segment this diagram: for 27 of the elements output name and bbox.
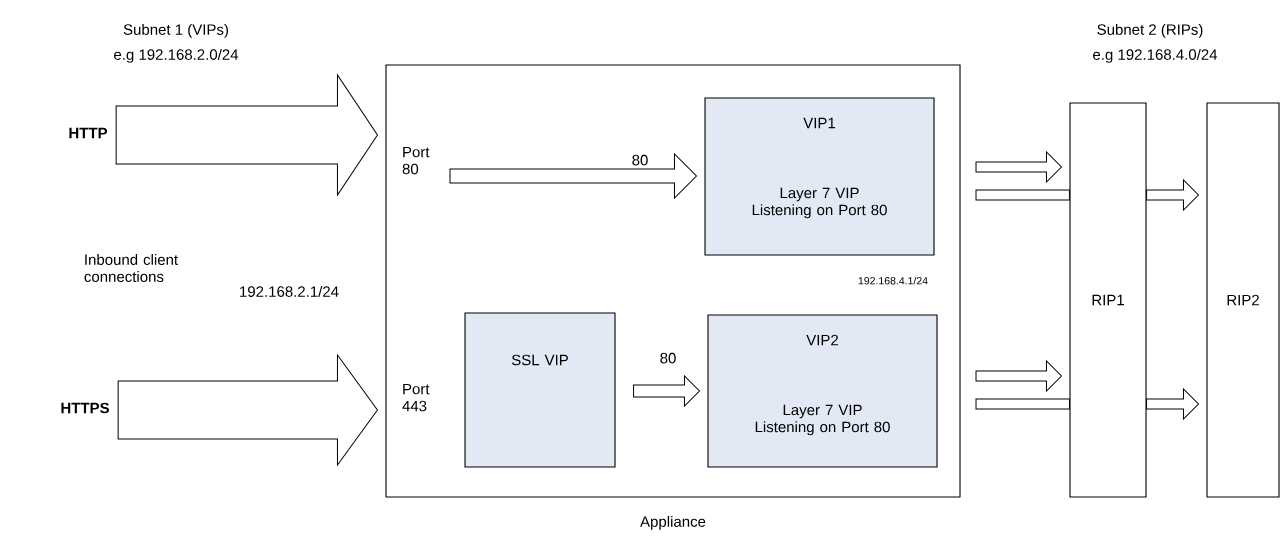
block-arrow xyxy=(449,153,697,199)
vip-box: VIP2 Layer 7 VIP Listening on Port 80 xyxy=(707,314,938,468)
note-label: e.g 192.168.4.0/24 xyxy=(1093,48,1218,63)
block-arrow xyxy=(117,354,378,466)
note-label: e.g 192.168.2.0/24 xyxy=(114,48,239,63)
block-arrow xyxy=(1146,388,1199,420)
note-label: 192.168.2.1/24 xyxy=(240,285,339,297)
note-label: 192.168.4.1/24 xyxy=(857,275,930,286)
block-arrow xyxy=(975,189,1070,201)
note-label: Subnet 1 (VIPs) xyxy=(123,23,228,38)
block-arrow xyxy=(975,360,1062,392)
vip-box: VIP1 Layer 7 VIP Listening on Port 80 xyxy=(704,97,935,256)
note-label: Port 443 xyxy=(402,383,430,412)
block-arrow xyxy=(633,375,700,407)
server-box: RIP1 xyxy=(1069,102,1147,498)
ssl-box: SSL VIP xyxy=(464,312,616,468)
block-arrow xyxy=(975,398,1070,410)
block-arrow xyxy=(115,74,378,196)
block-arrow xyxy=(1146,179,1199,211)
block-arrow xyxy=(975,151,1062,183)
server-box: RIP2 xyxy=(1206,102,1280,498)
note-label: Port 80 xyxy=(402,146,430,175)
note-label: Inbound client connections xyxy=(84,254,178,282)
protocol-label: HTTP xyxy=(69,127,108,139)
node-label: Appliance xyxy=(640,515,706,530)
protocol-label: HTTPS xyxy=(61,402,109,414)
note-label: Subnet 2 (RIPs) xyxy=(1097,23,1203,38)
